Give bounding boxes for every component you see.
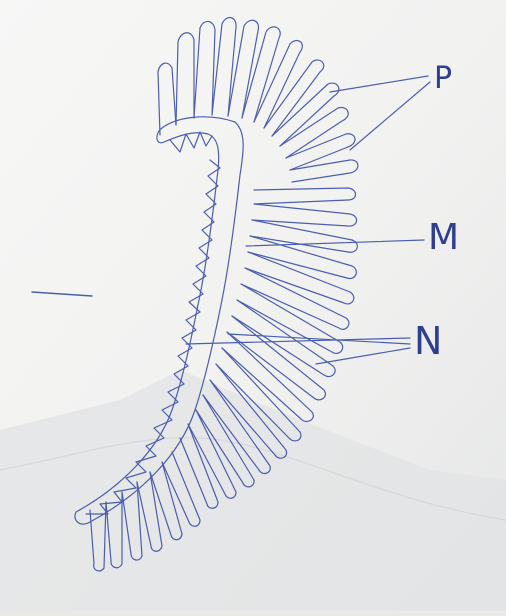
label-m: M	[428, 220, 459, 256]
label-n: N	[414, 322, 442, 360]
label-p: P	[434, 64, 452, 94]
